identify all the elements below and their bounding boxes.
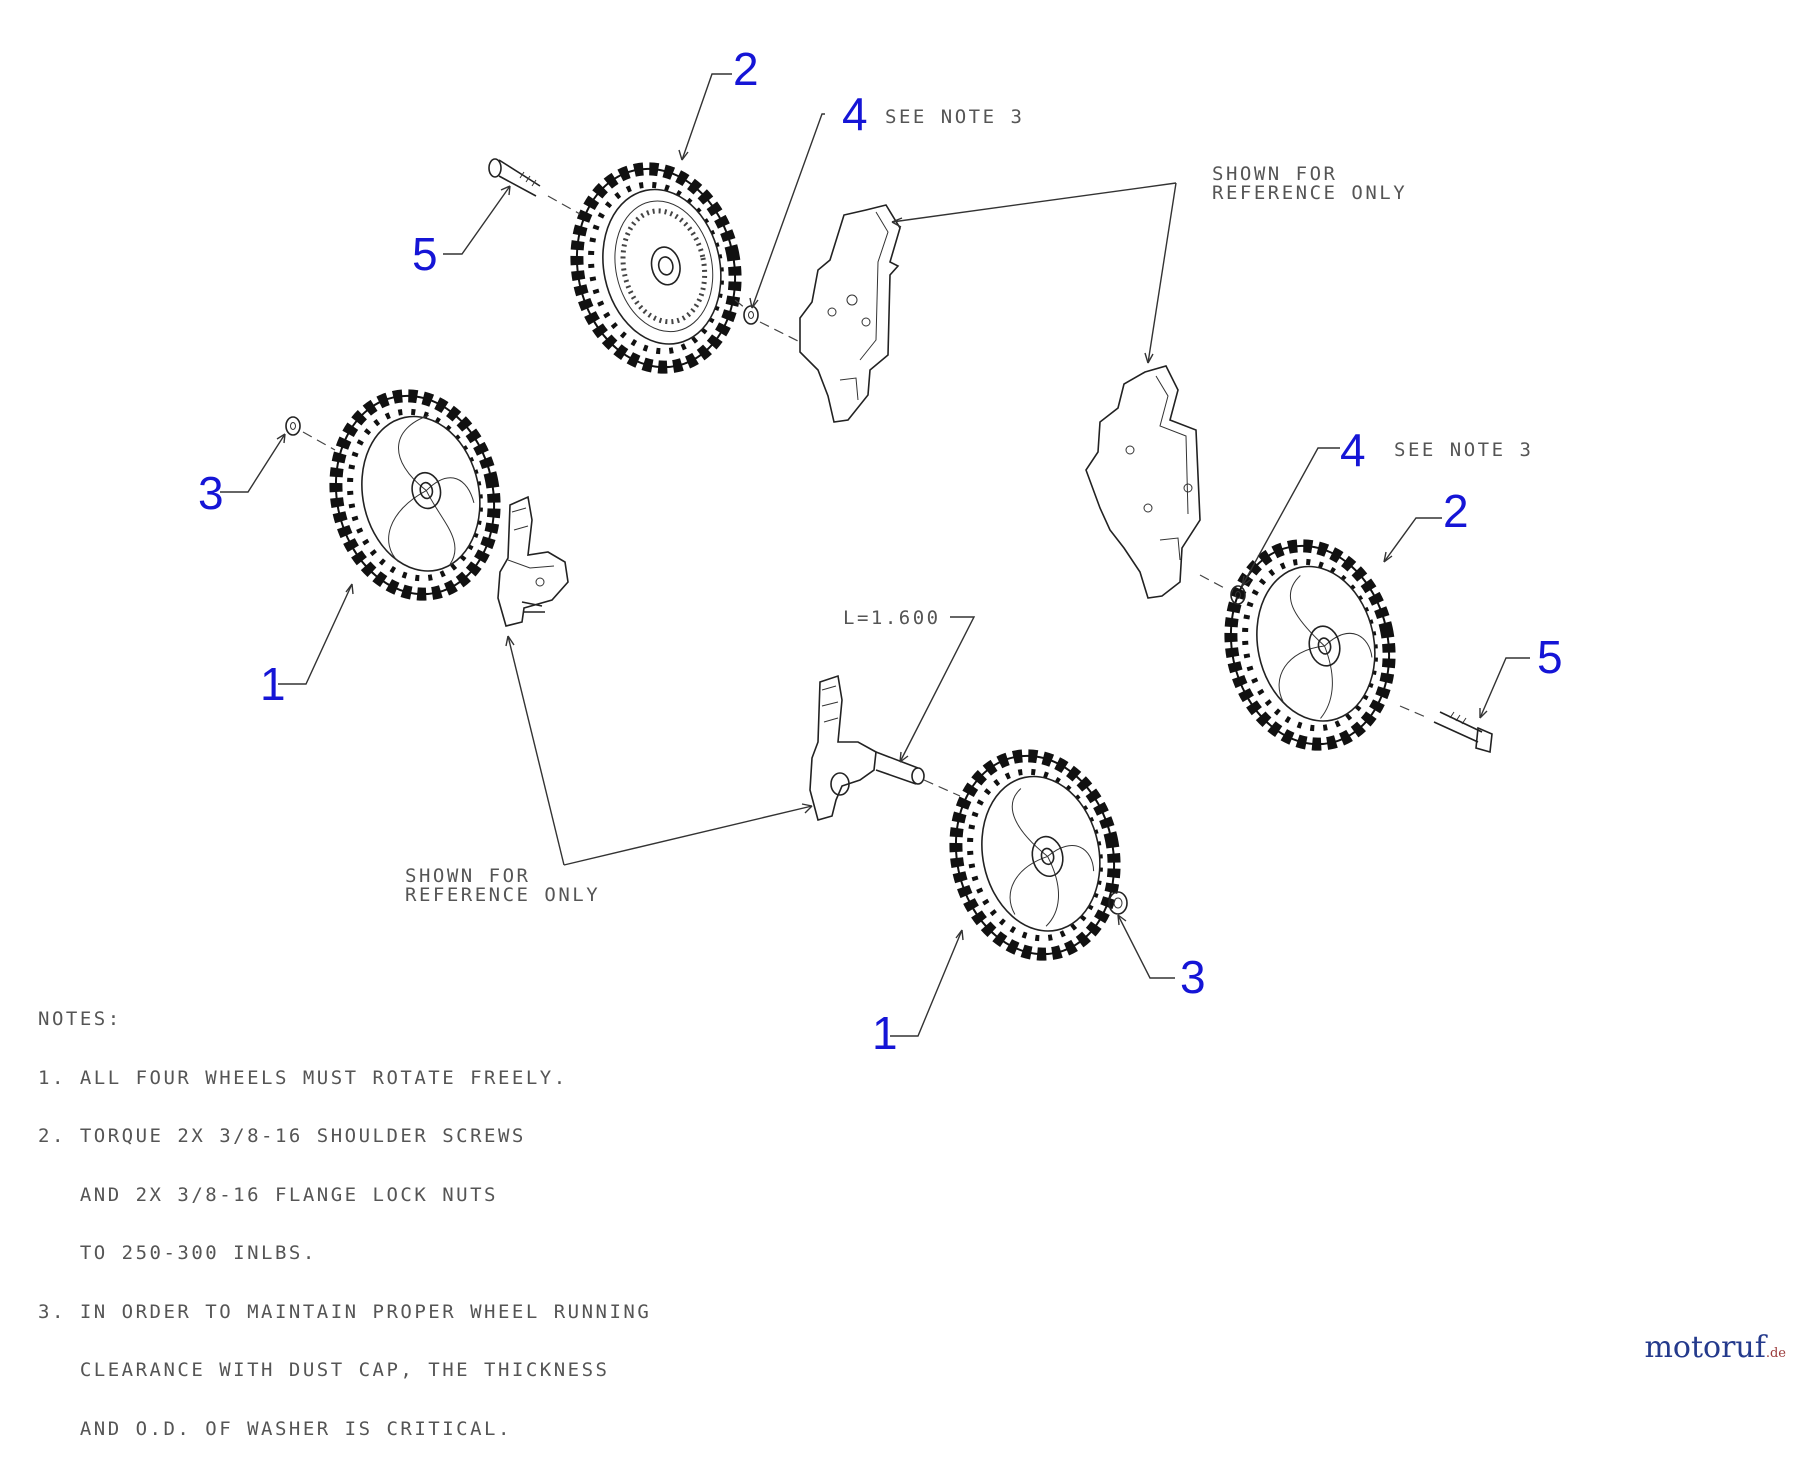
note-line-4: TO 250-300 INLBS.	[38, 1242, 317, 1264]
callout-r-washer: 4	[1340, 424, 1366, 476]
notes-block: NOTES: 1. ALL FOUR WHEELS MUST ROTATE FR…	[38, 971, 678, 1459]
wheel-bottom-center	[938, 741, 1132, 969]
callout-r-screw: 5	[1537, 631, 1563, 683]
note-line-5: 3. IN ORDER TO MAINTAIN PROPER WHEEL RUN…	[38, 1300, 652, 1323]
brand-name: motoruf	[1644, 1330, 1766, 1365]
wheel-top-left	[559, 154, 753, 382]
shoulder-screw-right	[1399, 705, 1493, 754]
callout-bc-wheel: 1	[872, 1007, 898, 1059]
wheel-right	[1213, 531, 1407, 759]
callout-ml-washer: 3	[198, 467, 224, 519]
note-line-2: 2. TORQUE 2X 3/8-16 SHOULDER SCREWS	[38, 1125, 526, 1147]
brand-suffix: .de	[1765, 1346, 1786, 1361]
reference-label-top-line1: SHOWN FOR	[1212, 163, 1337, 185]
dimension-label: L=1.600	[843, 607, 941, 629]
callout-tl-screw: 5	[412, 228, 438, 280]
brand-logo: motoruf.de	[1644, 1330, 1786, 1365]
leader-lines	[220, 73, 1530, 1037]
annotation-labels: SEE NOTE 3 SEE NOTE 3 SHOWN FOR REFERENC…	[405, 106, 1533, 906]
note-line-7: AND O.D. OF WASHER IS CRITICAL.	[38, 1417, 512, 1440]
height-adjuster-center-reference	[809, 674, 961, 821]
wheel-assembly-diagram: 2 4 5 3 1 4 2 5 3 1 SEE NOTE 3 SEE NOTE …	[198, 43, 1563, 1059]
callout-tl-wheel: 2	[733, 43, 759, 95]
reference-label-top-line2: REFERENCE ONLY	[1212, 182, 1407, 204]
callout-ml-wheel: 1	[260, 658, 286, 710]
callout-bc-nut: 3	[1180, 951, 1206, 1003]
callout-r-wheel: 2	[1443, 485, 1469, 537]
reference-label-bottom-line2: REFERENCE ONLY	[405, 884, 600, 906]
callout-tl-washer: 4	[842, 88, 868, 140]
washer-middle-left	[285, 416, 336, 451]
note-line-1: 1. ALL FOUR WHEELS MUST ROTATE FREELY.	[38, 1066, 568, 1089]
flange-nut-bottom	[1108, 891, 1128, 915]
callout-numbers: 2 4 5 3 1 4 2 5 3 1	[198, 43, 1563, 1059]
shoulder-screw-top-left	[488, 158, 581, 215]
bracket-top-reference	[799, 204, 901, 423]
see-note-top: SEE NOTE 3	[885, 106, 1024, 128]
see-note-right: SEE NOTE 3	[1394, 439, 1533, 461]
bracket-right-reference	[1085, 365, 1201, 599]
reference-label-bottom-line1: SHOWN FOR	[405, 865, 530, 887]
notes-title: NOTES:	[38, 1008, 122, 1030]
height-adjuster-left-reference	[497, 495, 569, 627]
note-line-6: CLEARANCE WITH DUST CAP, THE THICKNESS	[38, 1359, 610, 1381]
washer-top	[734, 299, 801, 343]
washer-right	[1199, 574, 1246, 605]
wheel-middle-left	[318, 381, 512, 609]
note-line-3: AND 2X 3/8-16 FLANGE LOCK NUTS	[38, 1183, 498, 1206]
